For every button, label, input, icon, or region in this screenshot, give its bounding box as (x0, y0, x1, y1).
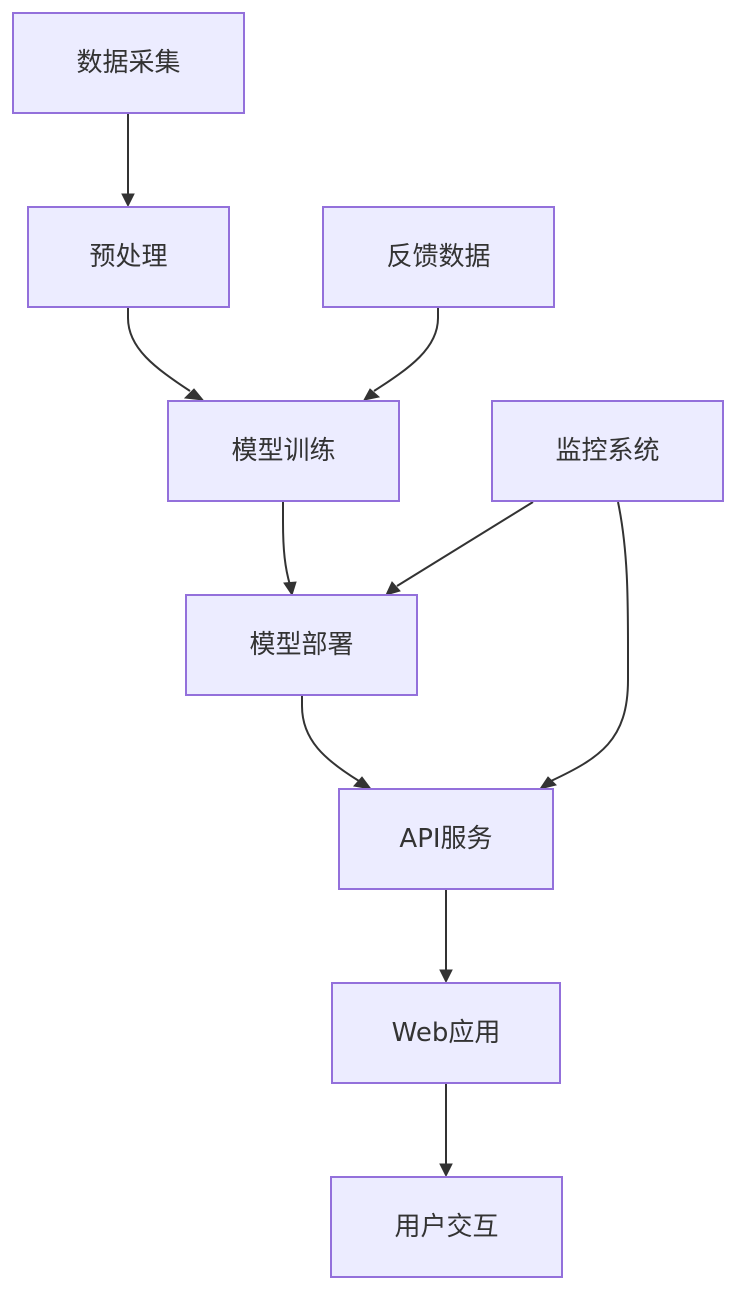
arrowhead-web-app (439, 969, 453, 984)
node-box (12, 12, 245, 114)
node-box (167, 400, 400, 502)
arrowheads (121, 193, 557, 1178)
node-user-interaction[interactable]: 用户交互 (330, 1176, 563, 1278)
node-monitoring-system[interactable]: 监控系统 (491, 400, 724, 502)
arrowhead-model-training-right (363, 388, 381, 401)
node-label: 反馈数据 (386, 242, 490, 272)
node-label: 监控系统 (555, 436, 659, 466)
node-data-collection[interactable]: 数据采集 (12, 12, 245, 114)
node-label: 数据采集 (76, 48, 180, 78)
arrowhead-api-service-left (353, 776, 373, 790)
arrowhead-user-interaction (439, 1163, 453, 1178)
node-label: 预处理 (89, 242, 167, 272)
edge-model-training-to-model-deployment (282, 502, 291, 586)
arrowhead-model-deployment-left (283, 581, 297, 597)
edges (127, 114, 629, 1166)
node-box (185, 594, 418, 696)
edge-model-deployment-to-api-service (301, 696, 360, 782)
node-model-training[interactable]: 模型训练 (167, 400, 400, 502)
node-label: 用户交互 (394, 1212, 498, 1242)
node-preprocessing[interactable]: 预处理 (27, 206, 230, 308)
node-label: 模型训练 (231, 436, 335, 466)
node-web-app[interactable]: Web应用 (331, 982, 561, 1084)
arrowhead-api-service-right (538, 776, 557, 790)
arrowhead-model-deployment-right (385, 581, 401, 596)
edge-feedback-data-to-model-training (373, 308, 439, 392)
node-label: 模型部署 (249, 630, 353, 660)
arrowhead-model-training-left (183, 388, 205, 401)
node-box (330, 1176, 563, 1278)
arrowhead-preprocessing (121, 193, 135, 208)
node-api-service[interactable]: API服务 (338, 788, 554, 890)
edge-monitoring-system-to-model-deployment (396, 501, 534, 587)
node-label: Web应用 (392, 1018, 501, 1048)
edge-monitoring-system-to-api-service (550, 501, 629, 782)
node-box (27, 206, 230, 308)
node-box (491, 400, 724, 502)
node-model-deployment[interactable]: 模型部署 (185, 594, 418, 696)
node-box (322, 206, 555, 308)
node-box (331, 982, 561, 1084)
node-feedback-data[interactable]: 反馈数据 (322, 206, 555, 308)
node-label: API服务 (399, 824, 492, 854)
node-box (338, 788, 554, 890)
edge-preprocessing-to-model-training (127, 308, 191, 392)
